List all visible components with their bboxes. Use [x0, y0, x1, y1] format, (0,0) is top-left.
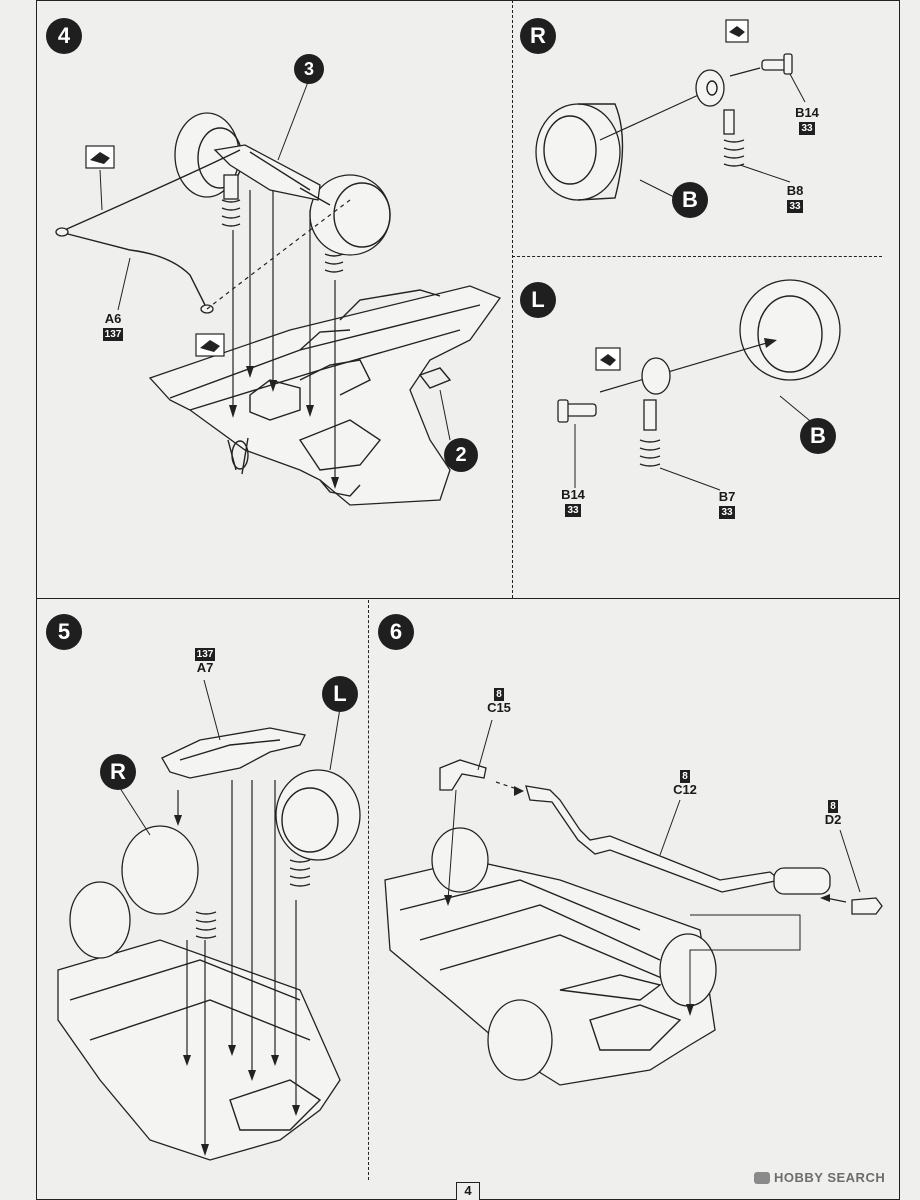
page-number: 4: [456, 1182, 480, 1200]
part-code: B8: [786, 183, 804, 198]
color-code: 8: [680, 770, 690, 783]
part-c15-label: 8 C15: [482, 686, 516, 715]
watermark-logo-icon: [754, 1171, 770, 1184]
callout-wheel-b-l: B: [800, 418, 836, 454]
glue-icon: [595, 347, 621, 371]
step-5-badge: 5: [46, 614, 82, 650]
part-a7-label: 137 A7: [190, 646, 220, 675]
color-code: 33: [719, 506, 735, 519]
panel-divider-rl: [512, 256, 882, 257]
stepR-drawing: [535, 19, 806, 201]
color-code: 33: [799, 122, 815, 135]
color-code: 137: [194, 648, 216, 661]
step5-drawing: [57, 679, 361, 1161]
glue-icon: [725, 19, 749, 43]
color-code: 8: [494, 688, 504, 701]
part-b8-label: B8 33: [780, 184, 810, 213]
callout-l-subassembly: L: [322, 676, 358, 712]
part-code: B14: [795, 105, 819, 120]
part-code: B7: [718, 489, 736, 504]
part-code: C12: [673, 782, 697, 797]
step-6-badge: 6: [378, 614, 414, 650]
part-d2-label: 8 D2: [818, 798, 848, 827]
panel-divider-top: [36, 598, 900, 599]
glue-icon: [195, 333, 225, 357]
color-code: 33: [565, 504, 581, 517]
part-b14-l-label: B14 33: [556, 488, 590, 517]
panel-divider-vertical-bottom: [368, 600, 369, 1180]
part-code: C15: [487, 700, 511, 715]
color-code: 33: [787, 200, 803, 213]
step-4-badge: 4: [46, 18, 82, 54]
part-code: D2: [824, 812, 842, 827]
watermark-text: HOBBY SEARCH: [774, 1170, 886, 1185]
part-code: A7: [196, 660, 214, 675]
part-code: B14: [561, 487, 585, 502]
step-r-badge: R: [520, 18, 556, 54]
callout-part-2: 2: [444, 438, 478, 472]
part-c12-label: 8 C12: [668, 768, 702, 797]
watermark: HOBBY SEARCH: [754, 1170, 885, 1185]
callout-r-subassembly: R: [100, 754, 136, 790]
part-code: A6: [104, 311, 122, 326]
glue-icon: [85, 145, 115, 169]
part-b14-r-label: B14 33: [790, 106, 824, 135]
color-code: 8: [828, 800, 838, 813]
callout-wheel-b-r: B: [672, 182, 708, 218]
panel-divider-vertical-top: [512, 0, 513, 598]
step-l-badge: L: [520, 282, 556, 318]
color-code: 137: [102, 328, 124, 341]
part-b7-label: B7 33: [712, 490, 742, 519]
part-a6-label: A6 137: [98, 312, 128, 341]
step6-drawing: [384, 719, 883, 1086]
step4-drawing: [55, 81, 502, 506]
callout-part-3: 3: [294, 54, 324, 84]
stepL-drawing: [557, 279, 841, 491]
